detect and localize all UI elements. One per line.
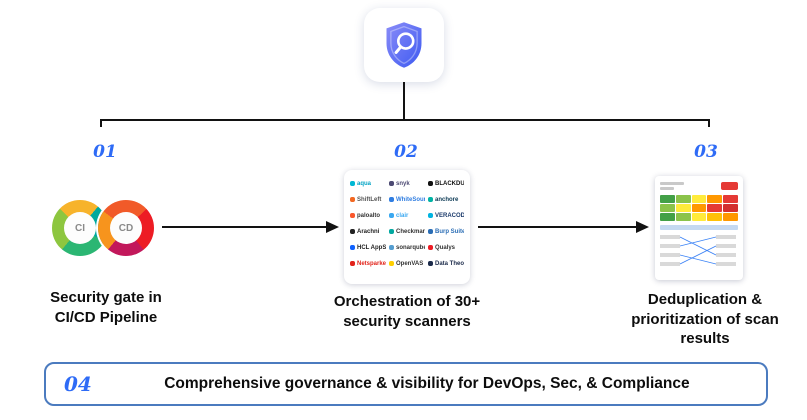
step-4-number: 04 — [64, 372, 92, 396]
arrow-step2-to-step3 — [478, 221, 649, 233]
step-3-number: 03 — [694, 142, 718, 162]
governance-text: Comprehensive governance & visibility fo… — [164, 375, 690, 392]
scanner-logo-clair: clair — [389, 209, 425, 222]
cd-ring-icon: CD — [98, 200, 154, 256]
scanner-logo-data-theorem: Data Theorem — [428, 257, 464, 270]
preview-section-bar — [660, 225, 738, 230]
scanner-logo-snyk: snyk — [389, 177, 425, 190]
step-3-label: Deduplication & prioritization of scan r… — [631, 291, 779, 347]
scanner-logo-hcl-appscan: HCL AppScan — [350, 241, 386, 254]
scan-results-preview — [655, 176, 743, 280]
product-logo-card — [364, 8, 444, 82]
connector-vertical — [403, 82, 405, 121]
scanner-logo-veracode: VERACODE — [428, 209, 464, 222]
scanner-logo-openvas: OpenVAS — [389, 257, 425, 270]
scanner-logo-whitesource: WhiteSource — [389, 193, 425, 206]
risk-badge — [721, 182, 738, 190]
risk-heatmap — [660, 195, 738, 221]
scanner-logo-netsparker: Netsparker — [350, 257, 386, 270]
cicd-loop-icon: CI CD — [52, 196, 156, 260]
ci-label: CI — [64, 212, 96, 244]
connector-tick-right — [708, 119, 710, 127]
connector-horizontal — [100, 119, 710, 121]
shield-magnifier-icon — [386, 22, 422, 68]
scanner-logo-aqua: aqua — [350, 177, 386, 190]
cd-label: CD — [110, 212, 142, 244]
step-1-label: Security gate in CI/CD Pipeline — [50, 289, 162, 326]
scanner-logo-blackduck: BLACKDUCK — [428, 177, 464, 190]
ci-ring-icon: CI — [52, 200, 108, 256]
scanner-logo-checkmarx: Checkmarx — [389, 225, 425, 238]
dedup-mapping-lines — [660, 235, 736, 266]
preview-title-bars — [660, 182, 684, 192]
scanner-logo-paloalto: paloalto — [350, 209, 386, 222]
scanner-logo-sonarqube: sonarqube — [389, 241, 425, 254]
governance-banner: 04 Comprehensive governance & visibility… — [44, 362, 768, 406]
scanner-logo-arachni: Arachni — [350, 225, 386, 238]
step-2-number: 02 — [394, 142, 418, 162]
preview-header — [660, 182, 738, 192]
scanner-logo-shiftleft: ShiftLeft — [350, 193, 386, 206]
scanner-logo-burp-suite: Burp Suite — [428, 225, 464, 238]
arrow-step1-to-step2 — [162, 221, 339, 233]
step-1-number: 01 — [93, 142, 117, 162]
scanner-logo-qualys: Qualys — [428, 241, 464, 254]
connector-tick-left — [100, 119, 102, 127]
scanner-grid: aquasnykBLACKDUCK ShiftLeftWhiteSourceanc… — [344, 170, 470, 284]
scanner-logo-anchore: anchore — [428, 193, 464, 206]
step-2-label: Orchestration of 30+ security scanners — [333, 293, 481, 330]
